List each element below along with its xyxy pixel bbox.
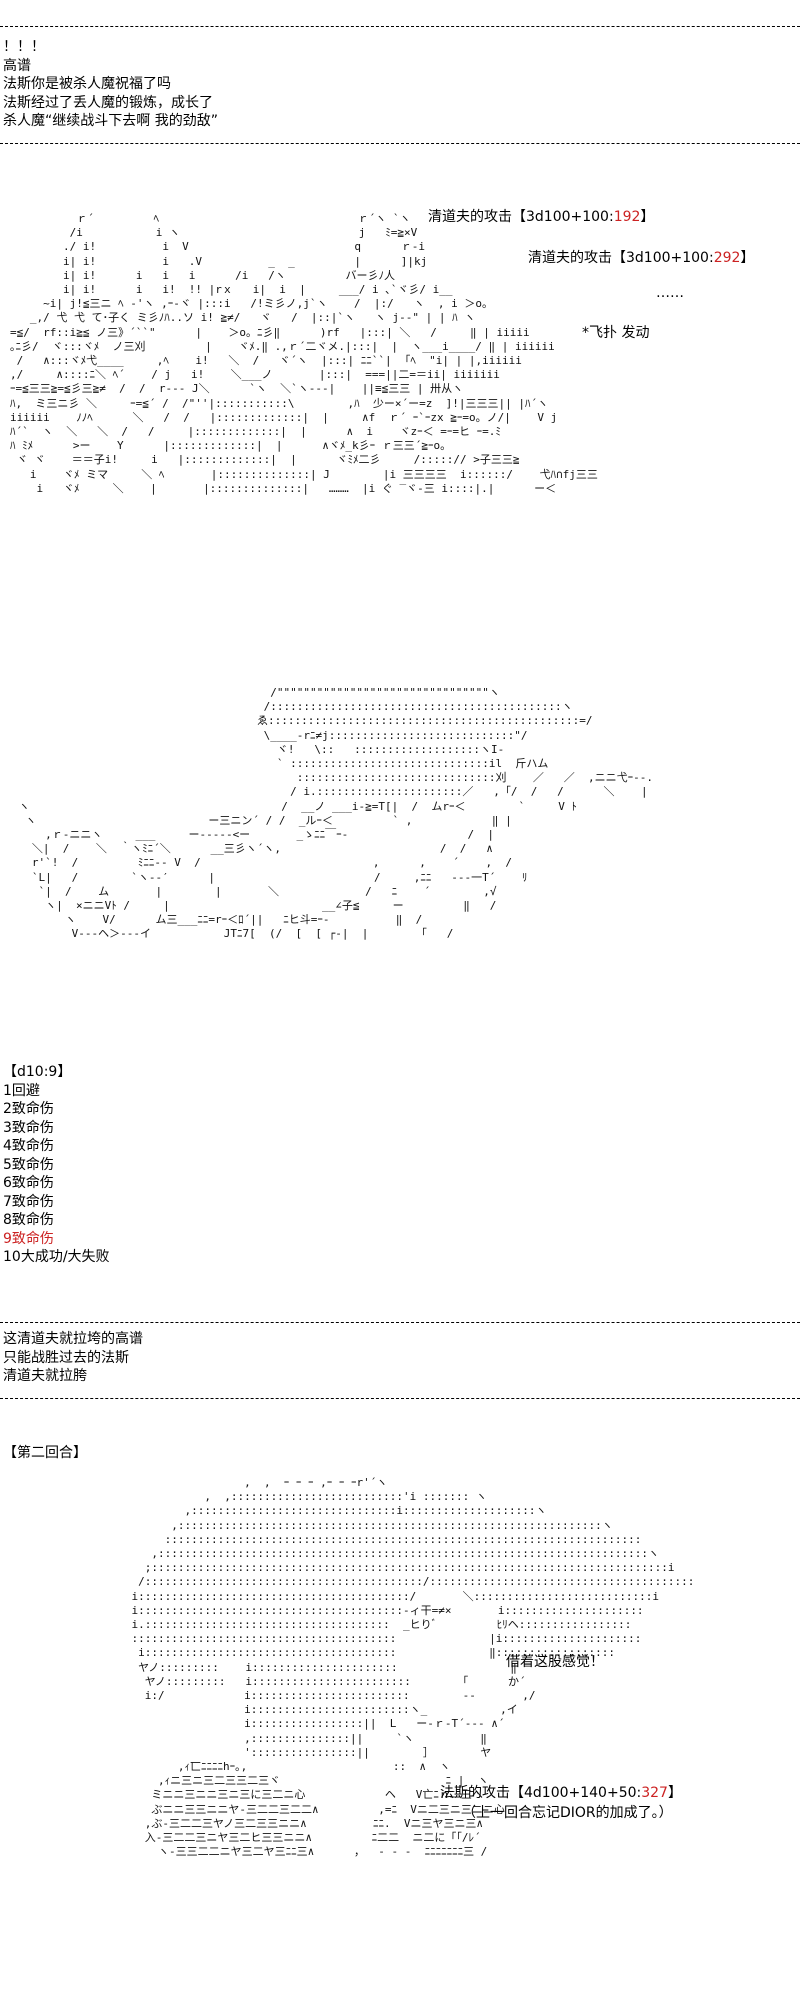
commentary-text: 这清道夫就拉垮的高谱只能战胜过去的法斯清道夫就拉胯: [3, 1330, 143, 1386]
intro-line-4: 法斯经过了丢人魔的锻炼，成长了: [3, 94, 213, 111]
scavenger-attack-1: 清道夫的攻击【3d100+100:192】: [428, 208, 654, 226]
dice-item: 1回避: [3, 1082, 40, 1099]
commentary-line-2: 只能战胜过去的法斯: [3, 1349, 129, 1366]
intro-line-1: ！！！: [3, 39, 45, 55]
fas-attack-prefix: 法斯的攻击【4d100+140+50:: [440, 1785, 642, 1801]
dice-item: 6致命伤: [3, 1175, 54, 1191]
fas-attack-note: （上一回合忘记DIOR的加成了。）: [462, 1805, 673, 1821]
attack2-value: 292: [713, 250, 741, 266]
ascii-art-bust: /""""""""""""""""""""""""""""""""ヽ /::::…: [18, 686, 654, 941]
skill-activation: *飞扑 发动: [582, 325, 650, 341]
dice-item: 2致命伤: [3, 1101, 54, 1117]
intro-line-5: 杀人魔“继续战斗下去啊 我的劲敌”: [3, 113, 218, 129]
intro-line-3: 法斯你是被杀人魔祝福了吗: [3, 76, 171, 92]
attack1-suffix: 】: [640, 209, 655, 225]
commentary-line-3: 清道夫就拉胯: [3, 1368, 87, 1384]
attack1-value: 192: [613, 209, 641, 225]
ascii-art-fighters: ｒ´ ﾍ ｒ´ヽ `ヽ /i i ヽ j ﾐ=≧×V ./ i! i V q ｒ…: [10, 212, 598, 495]
commentary-line-1: 这清道夫就拉垮的高谱: [3, 1331, 143, 1347]
fas-attack-value: 327: [641, 1785, 668, 1801]
intro-line-2: 高谱: [3, 57, 31, 74]
dice-header: 【d10:9】: [3, 1064, 72, 1080]
dice-item: 5致命伤: [3, 1156, 54, 1173]
intro-text: ！！！ 高谱法斯你是被杀人魔祝福了吗法斯经过了丢人魔的锻炼，成长了杀人魔“继续战斗…: [3, 38, 218, 131]
divider-2: [0, 1322, 800, 1323]
dice-item-last: 10大成功/大失败: [3, 1249, 110, 1265]
scavenger-attack-2: 清道夫的攻击【3d100+100:292】: [528, 249, 754, 267]
divider-top: [0, 26, 800, 27]
dice-result: 【d10:9】 1回避 2致命伤 3致命伤 4致命伤 5致命伤 6致命伤 7致命伤 8致命伤 9致…: [3, 1063, 110, 1267]
fas-attack: 法斯的攻击【4d100+140+50:327】: [440, 1784, 682, 1802]
fas-attack-suffix: 】: [667, 1785, 682, 1801]
dice-item: 8致命伤: [3, 1212, 54, 1228]
dice-item-highlight: 9致命伤: [3, 1230, 54, 1247]
ascii-art-fas: , , ｰ ｰ ｰ ,ｰ ｰ ｰr'´ヽ , ,::::::::::::::::…: [131, 1476, 695, 1859]
divider-1: [0, 143, 800, 144]
dice-item: 4致命伤: [3, 1138, 54, 1154]
attack2-prefix: 清道夫的攻击【3d100+100:: [528, 250, 714, 266]
dice-item: 3致命伤: [3, 1119, 54, 1136]
dice-item: 7致命伤: [3, 1193, 54, 1210]
ellipsis: ……: [656, 285, 684, 301]
attack2-suffix: 】: [740, 250, 755, 266]
fas-speech: 借着这股感觉！: [506, 1654, 604, 1670]
attack1-prefix: 清道夫的攻击【3d100+100:: [428, 209, 614, 225]
round-title: 【第二回合】: [3, 1445, 87, 1461]
divider-3: [0, 1398, 800, 1399]
